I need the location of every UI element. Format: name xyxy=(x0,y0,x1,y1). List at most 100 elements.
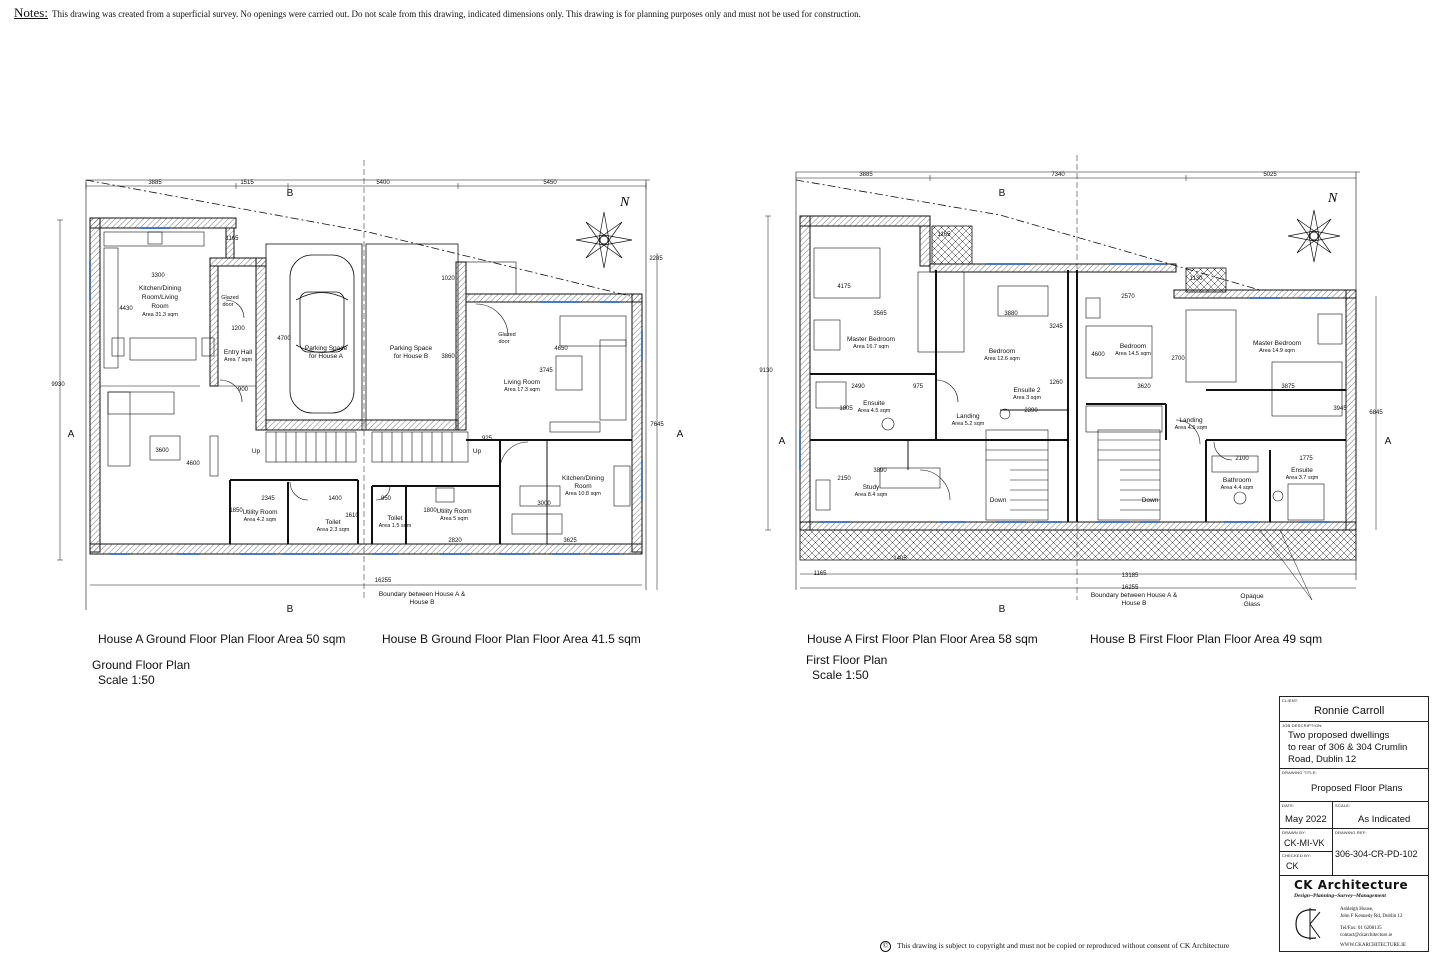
ground-dim: 4650 xyxy=(554,346,568,352)
first-stairs-b xyxy=(1097,429,1161,521)
svg-text:Bedroom: Bedroom xyxy=(1120,343,1146,350)
first-glazing xyxy=(799,263,1330,523)
tb-checked-label: CHECKED BY: xyxy=(1282,853,1312,858)
svg-text:Room/Living: Room/Living xyxy=(142,294,179,301)
ground-dim: 1610 xyxy=(345,513,359,519)
ground-dim: 925 xyxy=(482,436,493,442)
ground-dim: 2820 xyxy=(448,538,462,544)
first-section-a-left: A xyxy=(779,436,786,447)
first-dim: 2490 xyxy=(851,384,865,390)
ground-stair-up-b: Up xyxy=(473,448,482,455)
firm-logo-icon xyxy=(1295,908,1321,940)
ground-parking-a: Parking Space for House A xyxy=(305,345,348,360)
first-stair-down-a: Down xyxy=(990,497,1007,504)
svg-text:Area 17.3 sqm: Area 17.3 sqm xyxy=(504,387,540,393)
first-dim: 975 xyxy=(913,384,924,390)
tb-tel: Tel/Fax: 01 6208135 xyxy=(1340,926,1382,931)
notes: Notes:This drawing was created from a su… xyxy=(14,5,861,21)
tb-firm-tag: Design~Planning~Survey~Management xyxy=(1294,893,1386,899)
first-room-bedroom-a: Bedroom Area 12.6 sqm xyxy=(984,348,1020,362)
tb-ref: 306-304-CR-PD-102 xyxy=(1335,849,1418,859)
svg-text:Landing: Landing xyxy=(1179,417,1203,424)
ground-dim: 1400 xyxy=(328,496,342,502)
tb-drawn-label: DRAWN BY: xyxy=(1282,830,1307,835)
ground-room-toilet-a: Toilet Area 2.3 sqm xyxy=(317,519,350,533)
first-room-bedroom-b: Bedroom Area 14.5 sqm xyxy=(1115,343,1151,357)
first-room-ensuite-2: Ensuite 2 Area 3 sqm xyxy=(1013,387,1042,401)
svg-text:Area 4.5 sqm: Area 4.5 sqm xyxy=(1175,425,1208,431)
svg-text:Parking Space: Parking Space xyxy=(390,345,433,352)
first-dim: 2100 xyxy=(1235,456,1249,462)
svg-text:Living Room: Living Room xyxy=(504,379,540,386)
ground-boundary-note: Boundary between House A & xyxy=(379,591,466,598)
tb-date-label: DATE: xyxy=(1282,803,1295,808)
ground-plan-title: Ground Floor Plan xyxy=(92,658,191,672)
svg-text:Landing: Landing xyxy=(956,413,980,420)
first-boundary-note: Boundary between House A & xyxy=(1091,592,1178,599)
first-room-landing-b: Landing Area 4.5 sqm xyxy=(1175,417,1208,431)
tb-date-row: DATE: May 2022 SCALE: As Indicated xyxy=(1280,802,1428,829)
svg-text:Area 16.7 sqm: Area 16.7 sqm xyxy=(853,344,889,350)
tb-date: May 2022 xyxy=(1285,814,1327,825)
first-dim: 3875 xyxy=(1281,384,1295,390)
svg-text:Utility Room: Utility Room xyxy=(436,508,471,515)
svg-text:Utility Room: Utility Room xyxy=(242,509,277,516)
svg-text:Kitchen/Dining: Kitchen/Dining xyxy=(139,285,181,292)
ground-dim: 4430 xyxy=(119,306,133,312)
svg-text:Toilet: Toilet xyxy=(387,515,402,522)
first-stairs-a xyxy=(985,429,1049,521)
first-boundary-note-2: House B xyxy=(1122,600,1147,607)
first-dim: 1165 xyxy=(814,571,828,577)
svg-text:Area 3 sqm: Area 3 sqm xyxy=(1013,395,1042,401)
first-north-label: N xyxy=(1327,191,1338,206)
ground-plan-scale: Scale 1:50 xyxy=(98,673,155,687)
first-dim: 2570 xyxy=(1121,294,1135,300)
notes-heading: Notes: xyxy=(14,5,48,20)
ground-stair-up-a: Up xyxy=(252,448,261,455)
svg-text:Master Bedroom: Master Bedroom xyxy=(847,336,895,343)
ground-dim: 850 xyxy=(381,496,392,502)
first-furniture xyxy=(813,247,1343,521)
ground-stairs-a xyxy=(265,431,357,463)
car-icon xyxy=(289,254,355,414)
svg-text:Room: Room xyxy=(151,303,168,310)
first-dim: 6845 xyxy=(1369,410,1383,416)
ground-dim: 4600 xyxy=(186,461,200,467)
tb-client-row: CLIENT: Ronnie Carroll xyxy=(1280,697,1428,722)
ground-glazed-door-b: Glazed door xyxy=(498,332,515,345)
svg-text:door: door xyxy=(222,302,233,308)
svg-text:Bedroom: Bedroom xyxy=(989,348,1015,355)
ground-dim: 1020 xyxy=(441,276,455,282)
tb-title-row: DRAWING TITLE: Proposed Floor Plans xyxy=(1280,769,1428,802)
svg-text:Entry Hall: Entry Hall xyxy=(224,349,253,356)
first-dim: 3620 xyxy=(1137,384,1151,390)
first-dim: 4175 xyxy=(837,284,851,290)
ground-dim: 3000 xyxy=(537,501,551,507)
first-dim: 3885 xyxy=(859,172,873,178)
first-dim: 3245 xyxy=(1049,324,1063,330)
tb-scale-label: SCALE: xyxy=(1335,803,1351,808)
tb-address: Ashleigh House, John F Kennedy Rd, Dubli… xyxy=(1340,906,1406,949)
title-block: CLIENT: Ronnie Carroll JOB DESCRIPTION: … xyxy=(1279,696,1429,952)
first-room-bathroom: Bathroom Area 4.4 sqm xyxy=(1221,477,1254,491)
first-dim: 2700 xyxy=(1171,356,1185,362)
ground-dim: 1850 xyxy=(229,508,243,514)
first-dim: 3945 xyxy=(1333,406,1347,412)
svg-text:Room: Room xyxy=(574,483,591,490)
svg-text:Master Bedroom: Master Bedroom xyxy=(1253,340,1301,347)
svg-text:Parking Space: Parking Space xyxy=(305,345,348,352)
tb-title-label: DRAWING TITLE: xyxy=(1282,770,1318,775)
first-caption-house-b: House B First Floor Plan Floor Area 49 s… xyxy=(1090,632,1323,646)
ground-dim: 16255 xyxy=(375,578,392,584)
ground-dim: 5450 xyxy=(543,180,557,186)
ground-caption-house-a: House A Ground Floor Plan Floor Area 50 … xyxy=(98,632,346,646)
ground-dim: 3600 xyxy=(155,448,169,454)
ground-room-kitchen-b: Kitchen/Dining Room Area 10.8 sqm xyxy=(562,475,604,497)
tb-job-line-3: Road, Dublin 12 xyxy=(1288,754,1357,765)
tb-scale: As Indicated xyxy=(1358,814,1411,825)
svg-text:Bathroom: Bathroom xyxy=(1223,477,1251,484)
tb-ref-label: DRAWING REF: xyxy=(1335,830,1367,835)
svg-text:Area 3.7 sqm: Area 3.7 sqm xyxy=(1286,475,1319,481)
first-stair-down-b: Down xyxy=(1142,497,1159,504)
ground-dim: 7645 xyxy=(650,422,664,428)
